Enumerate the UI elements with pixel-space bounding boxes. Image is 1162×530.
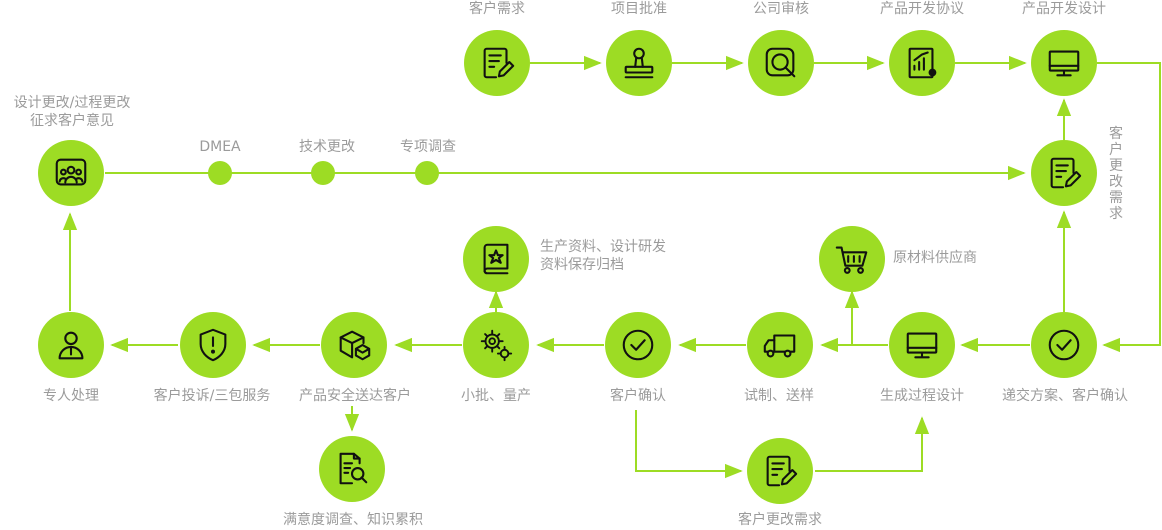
person-icon — [58, 331, 84, 360]
design-change-label-line2: 征求客户意见 — [30, 113, 114, 129]
dedicated-handling-node — [38, 312, 104, 378]
tech-change-label: 技术更改 — [299, 139, 355, 155]
book-star-icon — [483, 243, 509, 275]
project-approval-node — [606, 30, 672, 96]
design-change-label-line1: 设计更改/过程更改 — [13, 95, 131, 111]
complaint-service-label: 客户投诉/三包服务 — [153, 388, 271, 404]
archive-label-line2: 资料保存归档 — [540, 257, 624, 273]
safe-delivery-label: 产品安全送达客户 — [299, 388, 411, 404]
archive-label-line1: 生产资料、设计研发 — [540, 239, 666, 255]
document-edit-icon — [766, 455, 798, 487]
customer-change-bottom-node — [747, 438, 813, 504]
archive-node — [463, 226, 529, 292]
dedicated-handling-label: 专人处理 — [43, 388, 99, 404]
process-design-node — [889, 312, 955, 378]
document-edit-icon — [483, 47, 515, 79]
customer-needs-node — [464, 30, 530, 96]
small-batch-label: 小批、量产 — [461, 388, 531, 404]
project-approval-label: 项目批准 — [611, 1, 667, 17]
customer-change-node — [1031, 140, 1097, 206]
customer-confirm-label: 客户确认 — [610, 388, 666, 404]
check-circle-icon — [1048, 329, 1080, 361]
monitor-icon — [1048, 50, 1080, 77]
gears-icon — [480, 329, 513, 362]
package-icon — [339, 330, 371, 361]
customer-change-bottom-label: 客户更改需求 — [738, 512, 822, 528]
complaint-service-node — [180, 312, 246, 378]
process-design-label: 生成过程设计 — [880, 388, 964, 404]
company-review-label: 公司审核 — [753, 1, 809, 17]
trial-sample-node — [747, 312, 813, 378]
satisfaction-node — [319, 436, 385, 502]
submit-confirm-node — [1031, 312, 1097, 378]
monitor-icon — [906, 332, 938, 359]
dev-agreement-label: 产品开发协议 — [880, 1, 964, 17]
supplier-node — [819, 226, 885, 292]
search-review-icon — [765, 47, 796, 78]
satisfaction-label: 满意度调查、知识累积 — [283, 512, 423, 528]
safe-delivery-node — [321, 312, 387, 378]
small-batch-node — [463, 312, 529, 378]
report-chart-icon — [908, 47, 937, 79]
submit-confirm-label: 递交方案、客户确认 — [1002, 388, 1128, 404]
supplier-label: 原材料供应商 — [893, 250, 977, 266]
arrow-bottom-change-to-process — [815, 416, 930, 472]
shopping-cart-icon — [835, 246, 868, 274]
customer-needs-label: 客户需求 — [469, 1, 525, 17]
team-meeting-icon — [55, 158, 87, 186]
arrow-design-to-submit — [1097, 62, 1161, 353]
dev-agreement-node — [889, 30, 955, 96]
design-change-request-node — [38, 140, 104, 206]
check-circle-icon — [622, 329, 654, 361]
company-review-node — [748, 30, 814, 96]
truck-icon — [763, 334, 796, 358]
stamp-icon — [624, 47, 654, 79]
trial-sample-label: 试制、送样 — [744, 388, 814, 404]
customer-confirm-node — [605, 312, 671, 378]
special-survey-dot — [415, 161, 439, 185]
product-design-label: 产品开发设计 — [1022, 1, 1106, 17]
shield-alert-icon — [199, 328, 227, 362]
special-survey-label: 专项调查 — [400, 139, 456, 155]
document-edit-icon — [1050, 157, 1082, 189]
customer-change-vertical-label: 客户更改需求 — [1109, 126, 1123, 222]
arrow-to-supplier — [844, 290, 888, 346]
tech-change-dot — [311, 161, 335, 185]
dmea-dot — [208, 161, 232, 185]
arrow-confirm-to-bottom-change — [635, 410, 743, 479]
document-search-icon — [339, 452, 368, 485]
dmea-label: DMEA — [199, 139, 241, 155]
product-design-node — [1031, 30, 1097, 96]
